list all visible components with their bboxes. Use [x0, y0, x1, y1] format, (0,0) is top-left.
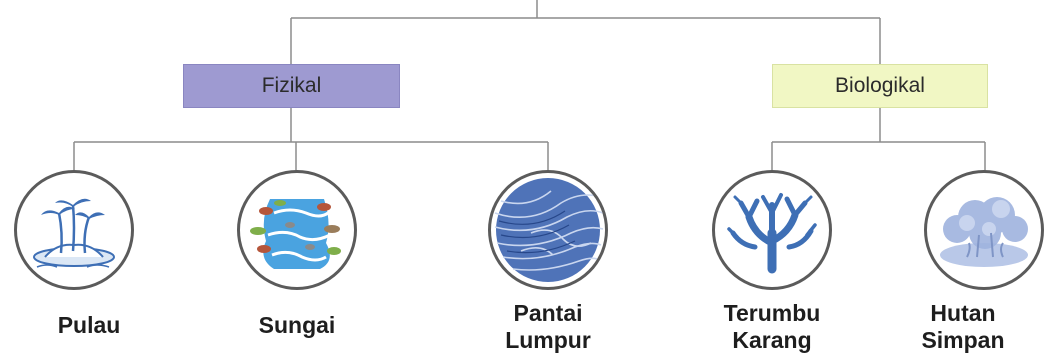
river-icon — [237, 170, 357, 290]
node-pulau — [14, 170, 134, 290]
node-hutan-simpan — [924, 170, 1044, 290]
node-sungai — [237, 170, 357, 290]
category-fizikal-label: Fizikal — [261, 74, 322, 97]
label-pantai-line2: Lumpur — [505, 327, 591, 353]
label-pulau-line1: Pulau — [57, 312, 121, 338]
label-terumbu-line1: Terumbu — [723, 300, 821, 326]
label-sungai: Sungai — [212, 312, 382, 339]
forest-icon — [924, 170, 1044, 290]
category-biologikal-label: Biologikal — [835, 74, 925, 97]
label-terumbu-karang: Terumbu Karang — [687, 300, 857, 354]
label-pulau: Pulau — [4, 312, 174, 339]
mudflat-icon — [488, 170, 608, 290]
label-hutan-line1: Hutan — [930, 300, 996, 326]
island-icon — [14, 170, 134, 290]
coral-icon — [712, 170, 832, 290]
node-pantai-lumpur — [488, 170, 608, 290]
label-pantai-line1: Pantai — [513, 300, 583, 326]
category-biologikal: Biologikal — [772, 64, 988, 108]
node-terumbu-karang — [712, 170, 832, 290]
label-hutan-simpan: Hutan Simpan — [878, 300, 1048, 354]
label-hutan-line2: Simpan — [921, 327, 1005, 353]
label-terumbu-line2: Karang — [732, 327, 812, 353]
label-sungai-line1: Sungai — [258, 312, 336, 338]
label-pantai-lumpur: Pantai Lumpur — [463, 300, 633, 354]
category-fizikal: Fizikal — [183, 64, 400, 108]
